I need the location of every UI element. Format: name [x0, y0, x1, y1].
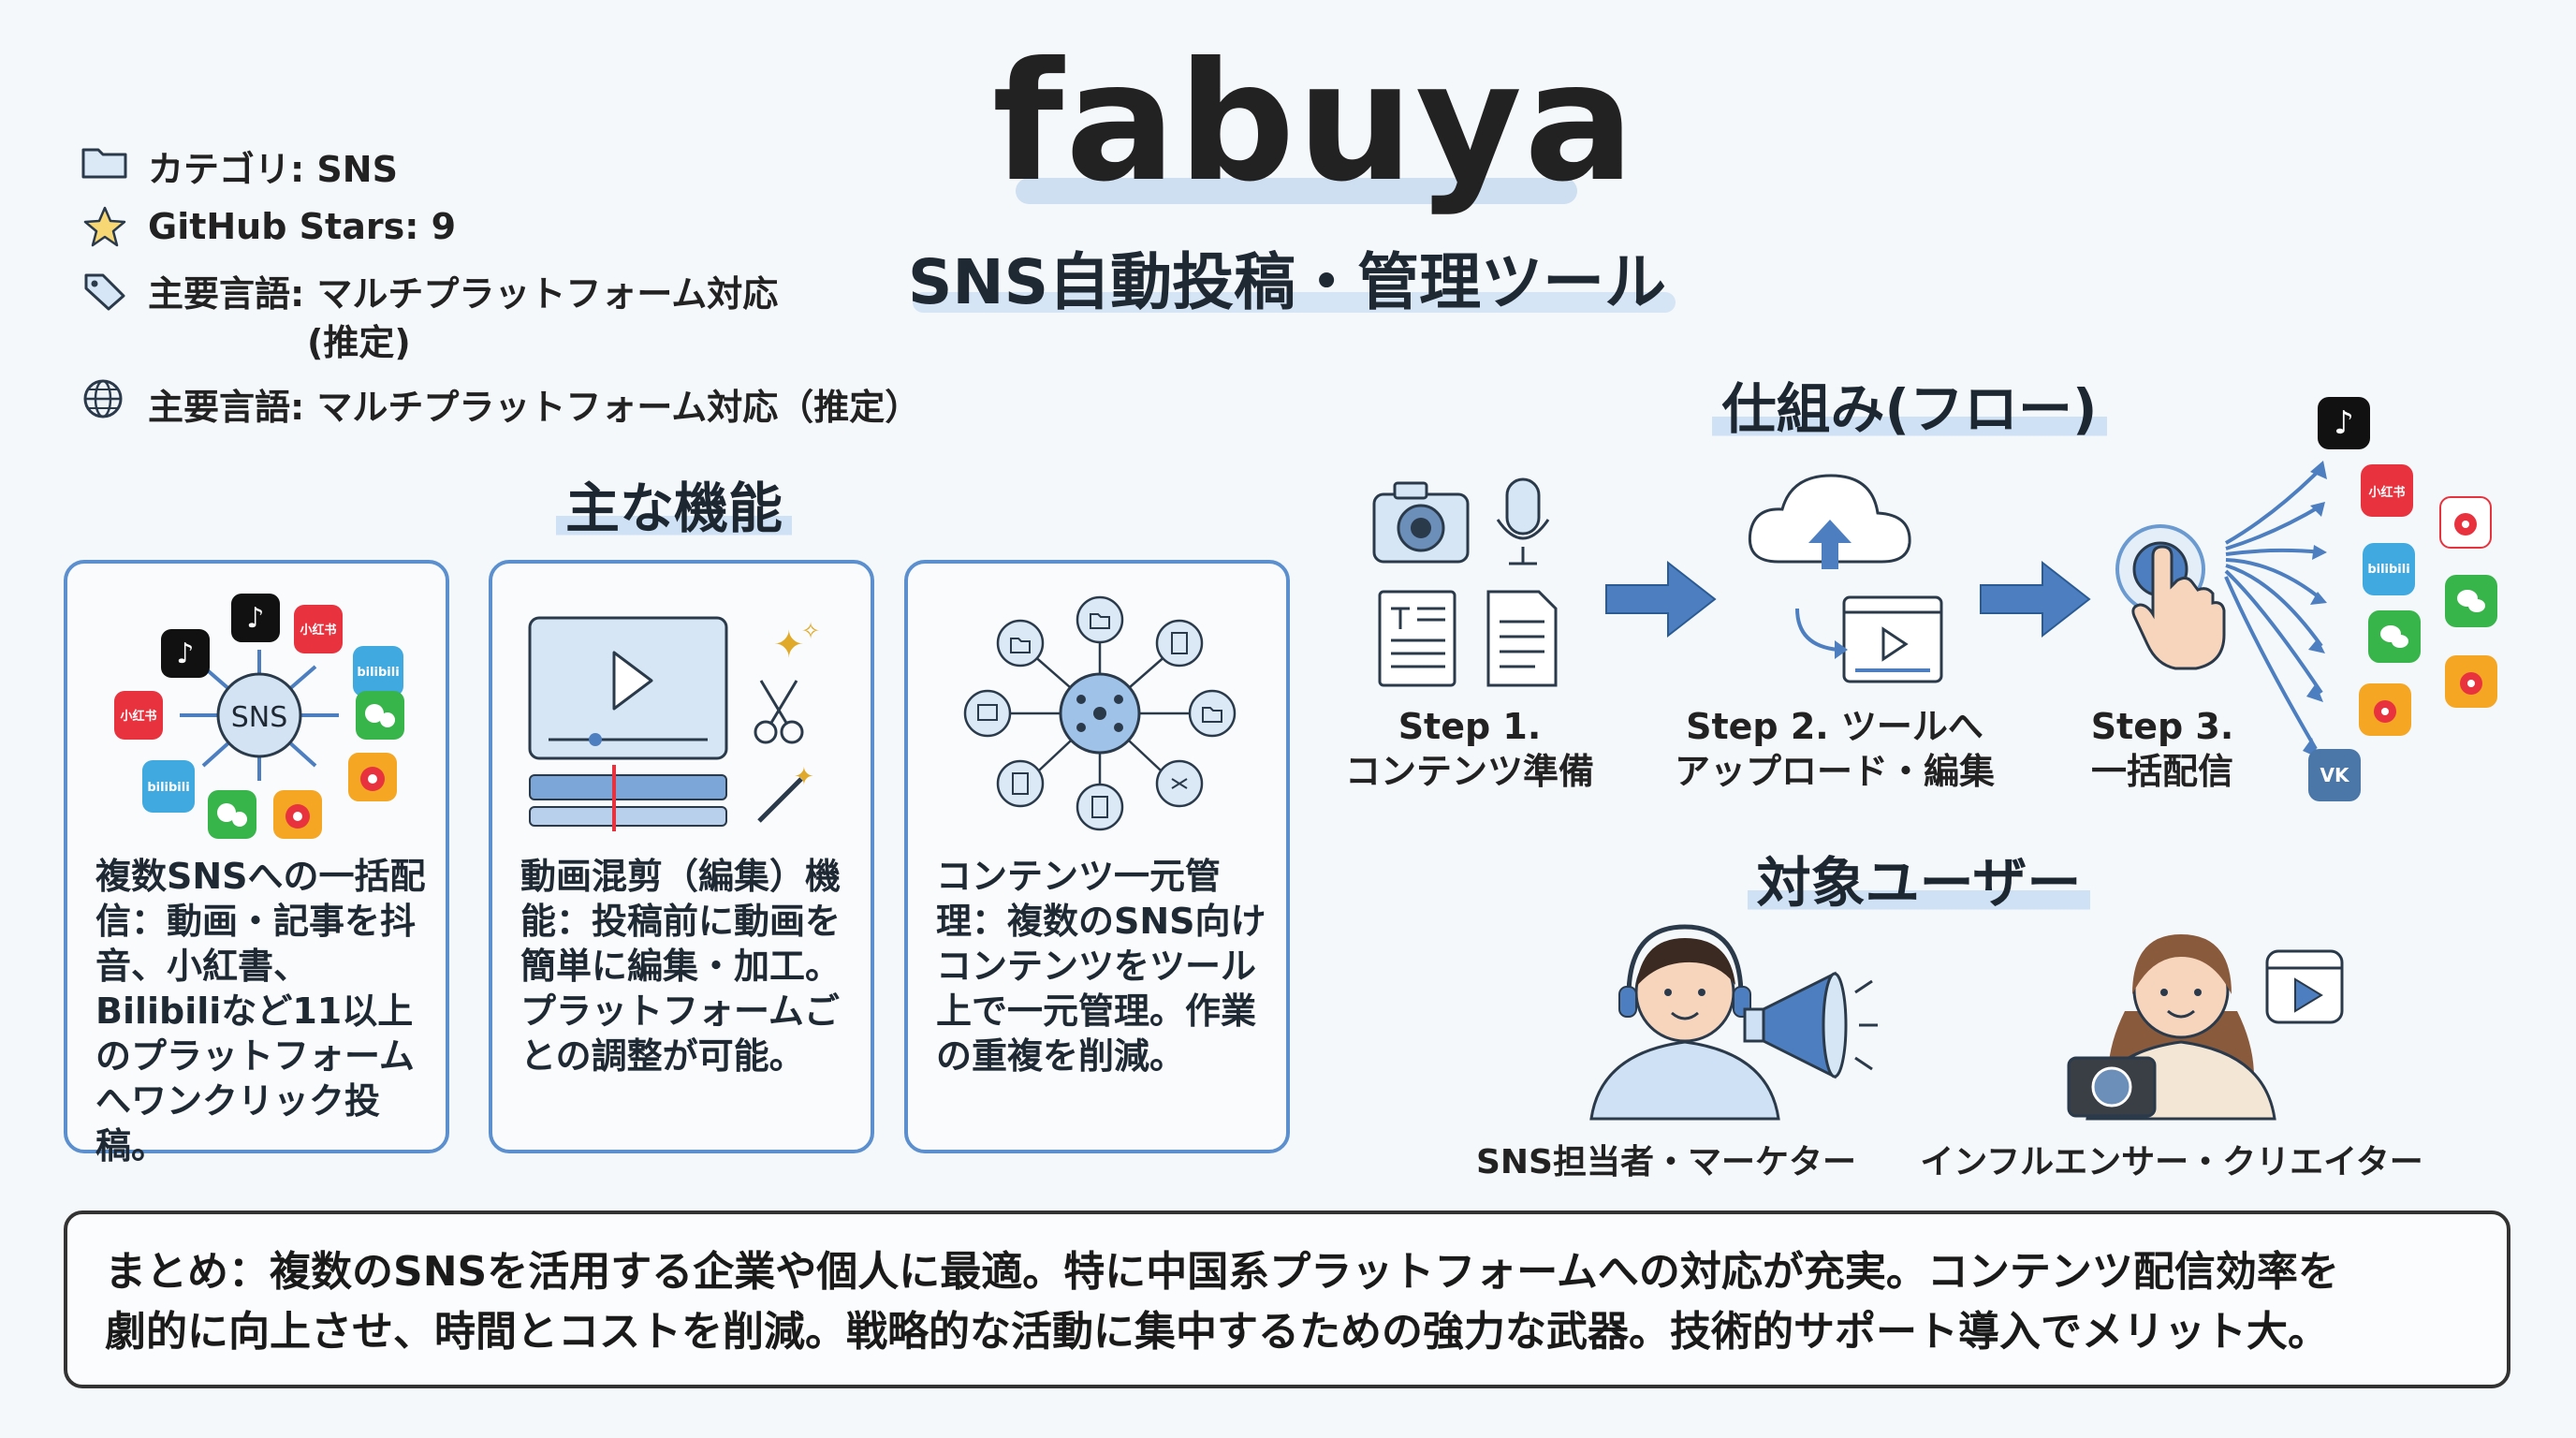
svg-text:小红书: 小红书: [300, 623, 336, 638]
tiktok-icon: ♪: [2318, 397, 2370, 449]
meta-language-2: 主要言語: マルチプラットフォーム対応（推定）: [80, 378, 920, 430]
svg-text:✧: ✧: [801, 618, 820, 644]
xiaohongshu-icon: 小红书: [2361, 464, 2413, 517]
wechat-icon-2: [2368, 610, 2421, 663]
marketer-illustration: [1589, 924, 1878, 1121]
pointer-hand-icon: [2131, 545, 2226, 670]
distribution-arrows: [2224, 461, 2327, 758]
content-hub-illustration: [963, 595, 1237, 831]
multi-platform-illustration: SNS ♪ 小红书 ♪ bilibili 小红书 bilibili: [114, 594, 404, 839]
step3-label: Step 3.一括配信: [2090, 706, 2234, 792]
step3-illustration: [2115, 524, 2226, 670]
summary-line-1: まとめ：複数のSNSを活用する企業や個人に最適。特に中国系プラットフォームへの対…: [105, 1248, 2339, 1296]
feature-card-video-edit: ✦ ✧ ✦ 動画混剪（編集）機能：投稿前に動画を簡単に編集・加工。プラットフォー…: [489, 560, 874, 1153]
upload-icon: [1808, 520, 1852, 569]
weibo-icon-3: [2359, 683, 2411, 736]
microphone-icon: [1496, 477, 1550, 565]
meta-language-1-text: 主要言語: マルチプラットフォーム対応: [148, 273, 779, 315]
flow-arrow-1: [1605, 560, 1717, 638]
star-icon: [80, 206, 135, 251]
meta-language-1: 主要言語: マルチプラットフォーム対応 (推定): [80, 270, 778, 367]
meta-language-2-text: 主要言語: マルチプラットフォーム対応（推定）: [148, 387, 921, 428]
summary-box: まとめ：複数のSNSを活用する企業や個人に最適。特に中国系プラットフォームへの対…: [64, 1211, 2510, 1388]
meta-language-1-suffix: (推定): [307, 322, 411, 363]
creator-illustration: [2067, 934, 2344, 1121]
sns-hub-label: SNS: [231, 701, 288, 734]
features-title: 主な機能: [524, 464, 824, 543]
meta-stars-text: GitHub Stars: 9: [148, 206, 457, 247]
camera-icon-2: [2067, 1056, 2157, 1118]
feature-text-video-edit: 動画混剪（編集）機能：投稿前に動画を簡単に編集・加工。プラットフォームごとの調整…: [520, 856, 842, 1077]
vk-icon: VK: [2308, 749, 2361, 801]
user-marketer-label: SNS担当者・マーケター: [1476, 1143, 1856, 1181]
step1-label: Step 1.コンテンツ準備: [1344, 706, 1594, 792]
title-underline: [1016, 178, 1577, 204]
feature-text-content-management: コンテンツ一元管理：複数のSNS向けコンテンツをツール上で一元管理。作業の重複を…: [936, 856, 1266, 1077]
svg-text:bilibili: bilibili: [357, 666, 399, 680]
headset-icon: [1626, 924, 1744, 997]
svg-text:✦: ✦: [794, 763, 814, 791]
play-icon: [612, 651, 653, 711]
meta-category-text: カテゴリ: SNS: [148, 149, 398, 190]
feature-card-content-management: コンテンツ一元管理：複数のSNS向けコンテンツをツール上で一元管理。作業の重複を…: [904, 560, 1290, 1153]
tag-icon: [80, 270, 135, 315]
svg-text:♪: ♪: [176, 638, 194, 670]
flow-arrow-2: [1980, 560, 2091, 638]
svg-text:♪: ♪: [246, 602, 264, 635]
scissors-icon: [754, 680, 804, 744]
user-creator-label: インフルエンサー・クリエイター: [1920, 1143, 2423, 1181]
app-subtitle: SNS自動投稿・管理ツール: [907, 246, 1667, 318]
step1-illustration: [1372, 477, 1558, 687]
bilibili-icon: bilibili: [2363, 543, 2415, 595]
app-title: fabuya: [992, 28, 1637, 218]
subtitle-underline: [913, 292, 1676, 313]
wechat-icon: [2445, 575, 2497, 627]
video-edit-illustration: ✦ ✧ ✦: [528, 616, 820, 831]
meta-stars: GitHub Stars: 9: [80, 206, 456, 251]
folder-icon: [80, 140, 135, 185]
camera-icon: [1372, 481, 1470, 564]
step2-label: Step 2. ツールへアップロード・編集: [1674, 706, 1995, 792]
svg-text:小红书: 小红书: [120, 709, 156, 724]
meta-category: カテゴリ: SNS: [80, 140, 398, 192]
weibo-icon-2: [2445, 655, 2497, 708]
flow-title: 仕組み(フロー): [1704, 365, 2115, 444]
feature-text-multi-post: 複数SNSへの一括配信：動画・記事を抖音、小紅書、Bilibiliなど11以上の…: [95, 856, 426, 1167]
users-title: 対象ユーザー: [1722, 839, 2115, 917]
step2-illustration: [1748, 474, 1943, 683]
svg-text:bilibili: bilibili: [147, 781, 189, 795]
feature-card-multi-post: SNS ♪ 小红书 ♪ bilibili 小红书 bilibili 複数SNSへ…: [64, 560, 449, 1167]
video-play-icon: [2265, 949, 2344, 1024]
cloud-icon: [1748, 474, 1911, 564]
magic-wand-icon: [757, 777, 803, 823]
sparkle-icon: ✦: [773, 624, 805, 667]
weibo-icon: [2439, 496, 2492, 549]
document-icon: [1378, 590, 1558, 687]
summary-line-2: 劇的に向上させ、時間とコストを削減。戦略的な活動に集中するための強力な武器。技術…: [105, 1308, 2329, 1356]
globe-icon: [80, 378, 135, 423]
megaphone-icon: [1743, 971, 1878, 1079]
